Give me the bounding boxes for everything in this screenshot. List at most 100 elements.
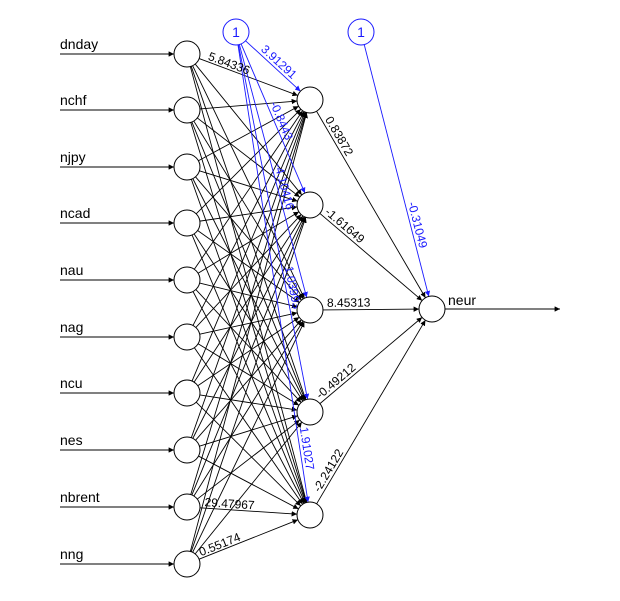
edge-input-6-hidden-0: [191, 111, 306, 382]
edge-hidden-0-output: [316, 111, 426, 298]
bias-node: [347, 18, 375, 46]
edge-input-4-hidden-4: [192, 291, 305, 504]
input-label-nchf: nchf: [60, 92, 87, 108]
edge-input-5-hidden-4: [194, 347, 303, 505]
input-label-nng: nng: [60, 546, 83, 562]
edge-input-3-hidden-0: [195, 108, 302, 215]
weight-label-bias-output: -0.31049: [405, 200, 430, 250]
weight-label-bias-hidden: -4.10416: [271, 162, 297, 212]
input-node: [173, 266, 201, 294]
edge-input-0-hidden-2: [192, 65, 305, 299]
edge-input-8-hidden-1: [191, 216, 306, 496]
bias-output-edge: [363, 44, 431, 297]
input-node: [173, 550, 201, 578]
edge-input-7-hidden-0: [190, 112, 307, 438]
edge-input-8-hidden-4: [199, 507, 298, 517]
hidden-node: [296, 191, 324, 219]
input-node: [173, 153, 201, 181]
weight-label-bias-hidden: 1.91027: [297, 426, 317, 471]
edge-input-1-hidden-3: [191, 121, 306, 401]
input-node: [173, 40, 201, 68]
edge-input-6-hidden-2: [197, 316, 300, 387]
bias-node: [222, 18, 250, 46]
input-label-nag: nag: [60, 319, 83, 335]
hidden-output-edges: [316, 111, 426, 505]
hidden-node: [296, 501, 324, 529]
edge-input-2-hidden-4: [190, 179, 307, 503]
bias-node-label: 1: [357, 24, 365, 40]
bias-hidden-edges: [237, 40, 310, 503]
input-node: [173, 96, 201, 124]
edge-input-1-hidden-2: [193, 120, 304, 300]
edge-input-8-hidden-3: [197, 419, 300, 500]
input-label-njpy: njpy: [60, 149, 86, 165]
input-label-dnday: dnday: [60, 36, 98, 52]
edge-input-0-hidden-3: [190, 66, 307, 400]
edge-input-4-hidden-2: [199, 282, 298, 309]
edge-input-1-hidden-4: [190, 122, 308, 503]
input-hidden-edges: [189, 58, 308, 560]
weight-label-hidden-output: 0.83872: [322, 114, 356, 159]
weight-label-hidden-output: -0.49212: [313, 360, 358, 401]
edge-bias-hidden-3: [238, 44, 310, 400]
output-label: neur: [448, 292, 476, 308]
edge-input-9-hidden-0: [189, 112, 308, 552]
weight-label-input-hidden: 29.47967: [204, 495, 255, 512]
edge-bias-output: [363, 44, 431, 297]
edge-input-9-hidden-2: [192, 321, 305, 553]
input-label-nbrent: nbrent: [60, 489, 100, 505]
hidden-node: [296, 86, 324, 114]
input-node: [173, 323, 201, 351]
labels: dnday nchf njpy ncad nau nag ncu nes nbrent nng ne…: [60, 36, 476, 562]
edge-input-1-hidden-1: [197, 117, 300, 198]
edge-input-3-hidden-3: [193, 233, 304, 402]
input-node: [173, 493, 201, 521]
edge-input-7-hidden-1: [192, 216, 305, 439]
input-label-ncad: ncad: [60, 205, 90, 221]
edge-input-4-hidden-0: [193, 110, 304, 270]
edge-input-2-hidden-3: [192, 178, 305, 401]
edge-input-4-hidden-1: [197, 211, 300, 274]
edge-input-2-hidden-0: [198, 105, 299, 162]
edge-hidden-1-output: [319, 213, 423, 301]
edge-input-3-hidden-4: [191, 234, 306, 504]
edge-input-3-hidden-2: [197, 230, 300, 303]
weight-label-hidden-output: 8.45313: [327, 296, 371, 310]
edge-input-8-hidden-0: [190, 112, 308, 495]
edge-input-9-hidden-1: [190, 217, 307, 552]
input-node: [173, 436, 201, 464]
bias-node-label: 1: [232, 24, 240, 40]
weight-label-hidden-output: -1.61649: [322, 205, 367, 247]
edge-bias-hidden-4: [237, 44, 310, 503]
input-label-nes: nes: [60, 432, 83, 448]
edge-hidden-2-output: [322, 306, 420, 312]
weight-label-bias-hidden: 3.91291: [258, 42, 300, 82]
input-node: [173, 209, 201, 237]
edge-input-6-hidden-3: [199, 394, 298, 412]
edge-input-5-hidden-2: [199, 311, 298, 335]
hidden-node: [296, 398, 324, 426]
edge-input-9-hidden-3: [194, 421, 303, 555]
edge-input-7-hidden-4: [198, 455, 299, 510]
input-node: [173, 379, 201, 407]
input-arrows: [60, 51, 174, 567]
edge-hidden-3-output: [319, 317, 423, 404]
output-node: [418, 295, 446, 323]
edge-input-9-hidden-4: [198, 519, 299, 560]
edge-input-1-hidden-0: [199, 98, 298, 110]
weight-label-input-hidden: 0.55174: [197, 530, 243, 559]
edge-bias-hidden-1: [240, 43, 306, 194]
edge-bias-hidden-2: [238, 44, 308, 298]
edge-hidden-4-output: [316, 319, 426, 505]
edge-input-5-hidden-3: [197, 343, 300, 406]
edge-input-6-hidden-1: [193, 215, 304, 383]
hidden-node: [296, 296, 324, 324]
edge-input-0-hidden-0: [199, 58, 298, 97]
edge-bias-hidden-0: [245, 40, 301, 92]
input-label-ncu: ncu: [60, 375, 83, 391]
edge-input-7-hidden-3: [199, 414, 298, 447]
edge-input-5-hidden-1: [195, 214, 302, 328]
input-label-nau: nau: [60, 262, 83, 278]
